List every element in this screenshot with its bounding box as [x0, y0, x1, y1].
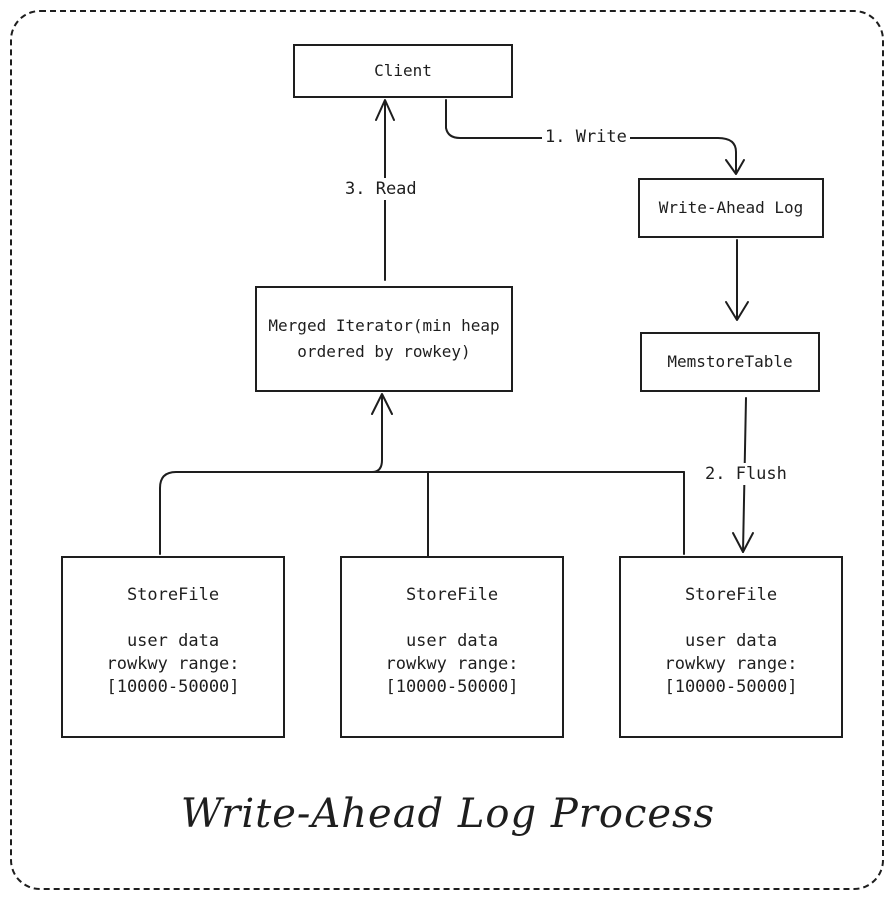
- write-arrowhead: [725, 159, 745, 175]
- storefile-3-line2: rowkwy range:: [664, 654, 798, 674]
- storefile-1-title: StoreFile: [126, 585, 220, 605]
- wal-to-memstore-arrowhead: [725, 301, 749, 321]
- read-arrowhead: [375, 99, 395, 121]
- memstore-label: MemstoreTable: [667, 352, 793, 371]
- storefile-3-line3: [10000-50000]: [664, 677, 798, 697]
- storefile-node-3: StoreFile user data rowkwy range: [10000…: [619, 556, 843, 738]
- storefile-2-line3: [10000-50000]: [385, 677, 519, 697]
- client-node: Client: [293, 44, 513, 98]
- storefile-1-line3: [10000-50000]: [106, 677, 240, 697]
- storefile-3-title: StoreFile: [684, 585, 778, 605]
- write-edge-label: 1. Write: [542, 126, 630, 148]
- flush-arrowhead: [732, 532, 754, 553]
- storefile-2-title: StoreFile: [405, 585, 499, 605]
- storefile-3-line1: user data: [684, 631, 778, 651]
- storefile-2-line1: user data: [405, 631, 499, 651]
- merged-iterator-node: Merged Iterator(min heap ordered by rowk…: [255, 286, 513, 392]
- wal-label: Write-Ahead Log: [658, 198, 804, 217]
- storefile-1-line1: user data: [126, 631, 220, 651]
- merged-iterator-label: Merged Iterator(min heap ordered by rowk…: [268, 316, 500, 361]
- merged-input-arrowhead: [371, 393, 393, 415]
- read-edge-label: 3. Read: [342, 178, 420, 200]
- dashed-frame: [10, 10, 884, 890]
- flush-edge-label: 2. Flush: [702, 463, 790, 485]
- storefile-2-line2: rowkwy range:: [385, 654, 519, 674]
- memstore-node: MemstoreTable: [640, 332, 820, 392]
- storefile-node-1: StoreFile user data rowkwy range: [10000…: [61, 556, 285, 738]
- storefile-node-2: StoreFile user data rowkwy range: [10000…: [340, 556, 564, 738]
- client-label: Client: [374, 61, 432, 80]
- wal-node: Write-Ahead Log: [638, 178, 824, 238]
- diagram-title: Write-Ahead Log Process: [180, 791, 716, 837]
- storefile-1-line2: rowkwy range:: [106, 654, 240, 674]
- storefile-1-connector: [159, 395, 383, 555]
